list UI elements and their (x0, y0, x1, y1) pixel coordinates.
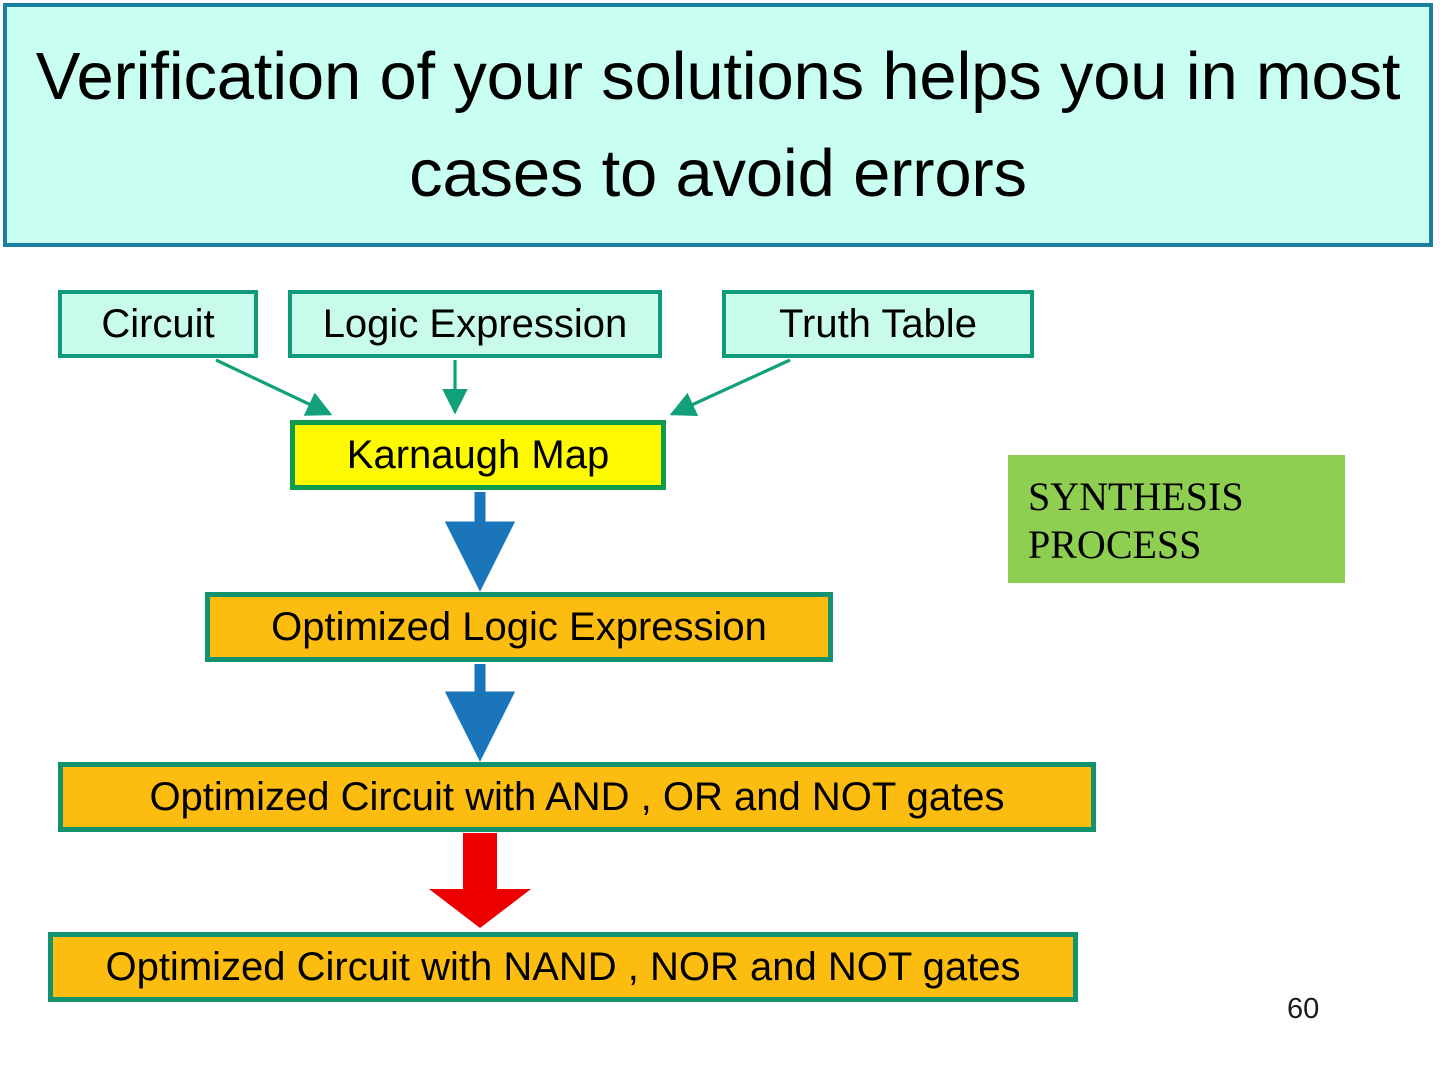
title-banner: Verification of your solutions helps you… (3, 3, 1433, 247)
synthesis-process-line1: SYNTHESIS (1028, 474, 1244, 519)
node-truth-table-label: Truth Table (779, 301, 977, 346)
node-optimized-logic-expression[interactable]: Optimized Logic Expression (205, 592, 833, 662)
node-optimized-circuit-nand-nor-not[interactable]: Optimized Circuit with NAND , NOR and NO… (48, 932, 1078, 1002)
node-truth-table[interactable]: Truth Table (722, 290, 1034, 358)
node-optimized-circuit-and-or-not-label: Optimized Circuit with AND , OR and NOT … (149, 774, 1005, 819)
node-optimized-circuit-and-or-not[interactable]: Optimized Circuit with AND , OR and NOT … (58, 762, 1096, 832)
node-logic-expression[interactable]: Logic Expression (288, 290, 662, 358)
node-circuit[interactable]: Circuit (58, 290, 258, 358)
synthesis-process-line2: PROCESS (1028, 522, 1202, 567)
synthesis-process-callout: SYNTHESIS PROCESS (1008, 455, 1345, 583)
node-karnaugh-map[interactable]: Karnaugh Map (290, 420, 666, 490)
node-optimized-circuit-nand-nor-not-label: Optimized Circuit with NAND , NOR and NO… (105, 944, 1021, 989)
page-title: Verification of your solutions helps you… (35, 38, 1401, 211)
arrow-and-or-to-nand-nor (429, 833, 531, 928)
node-karnaugh-map-label: Karnaugh Map (346, 432, 610, 477)
arrow-circuit-to-kmap (215, 358, 333, 416)
node-logic-expression-label: Logic Expression (322, 301, 628, 346)
page-number: 60 (1287, 993, 1320, 1025)
node-optimized-logic-expression-label: Optimized Logic Expression (271, 604, 767, 649)
node-circuit-label: Circuit (101, 301, 215, 346)
arrow-truth-to-kmap (669, 358, 791, 417)
